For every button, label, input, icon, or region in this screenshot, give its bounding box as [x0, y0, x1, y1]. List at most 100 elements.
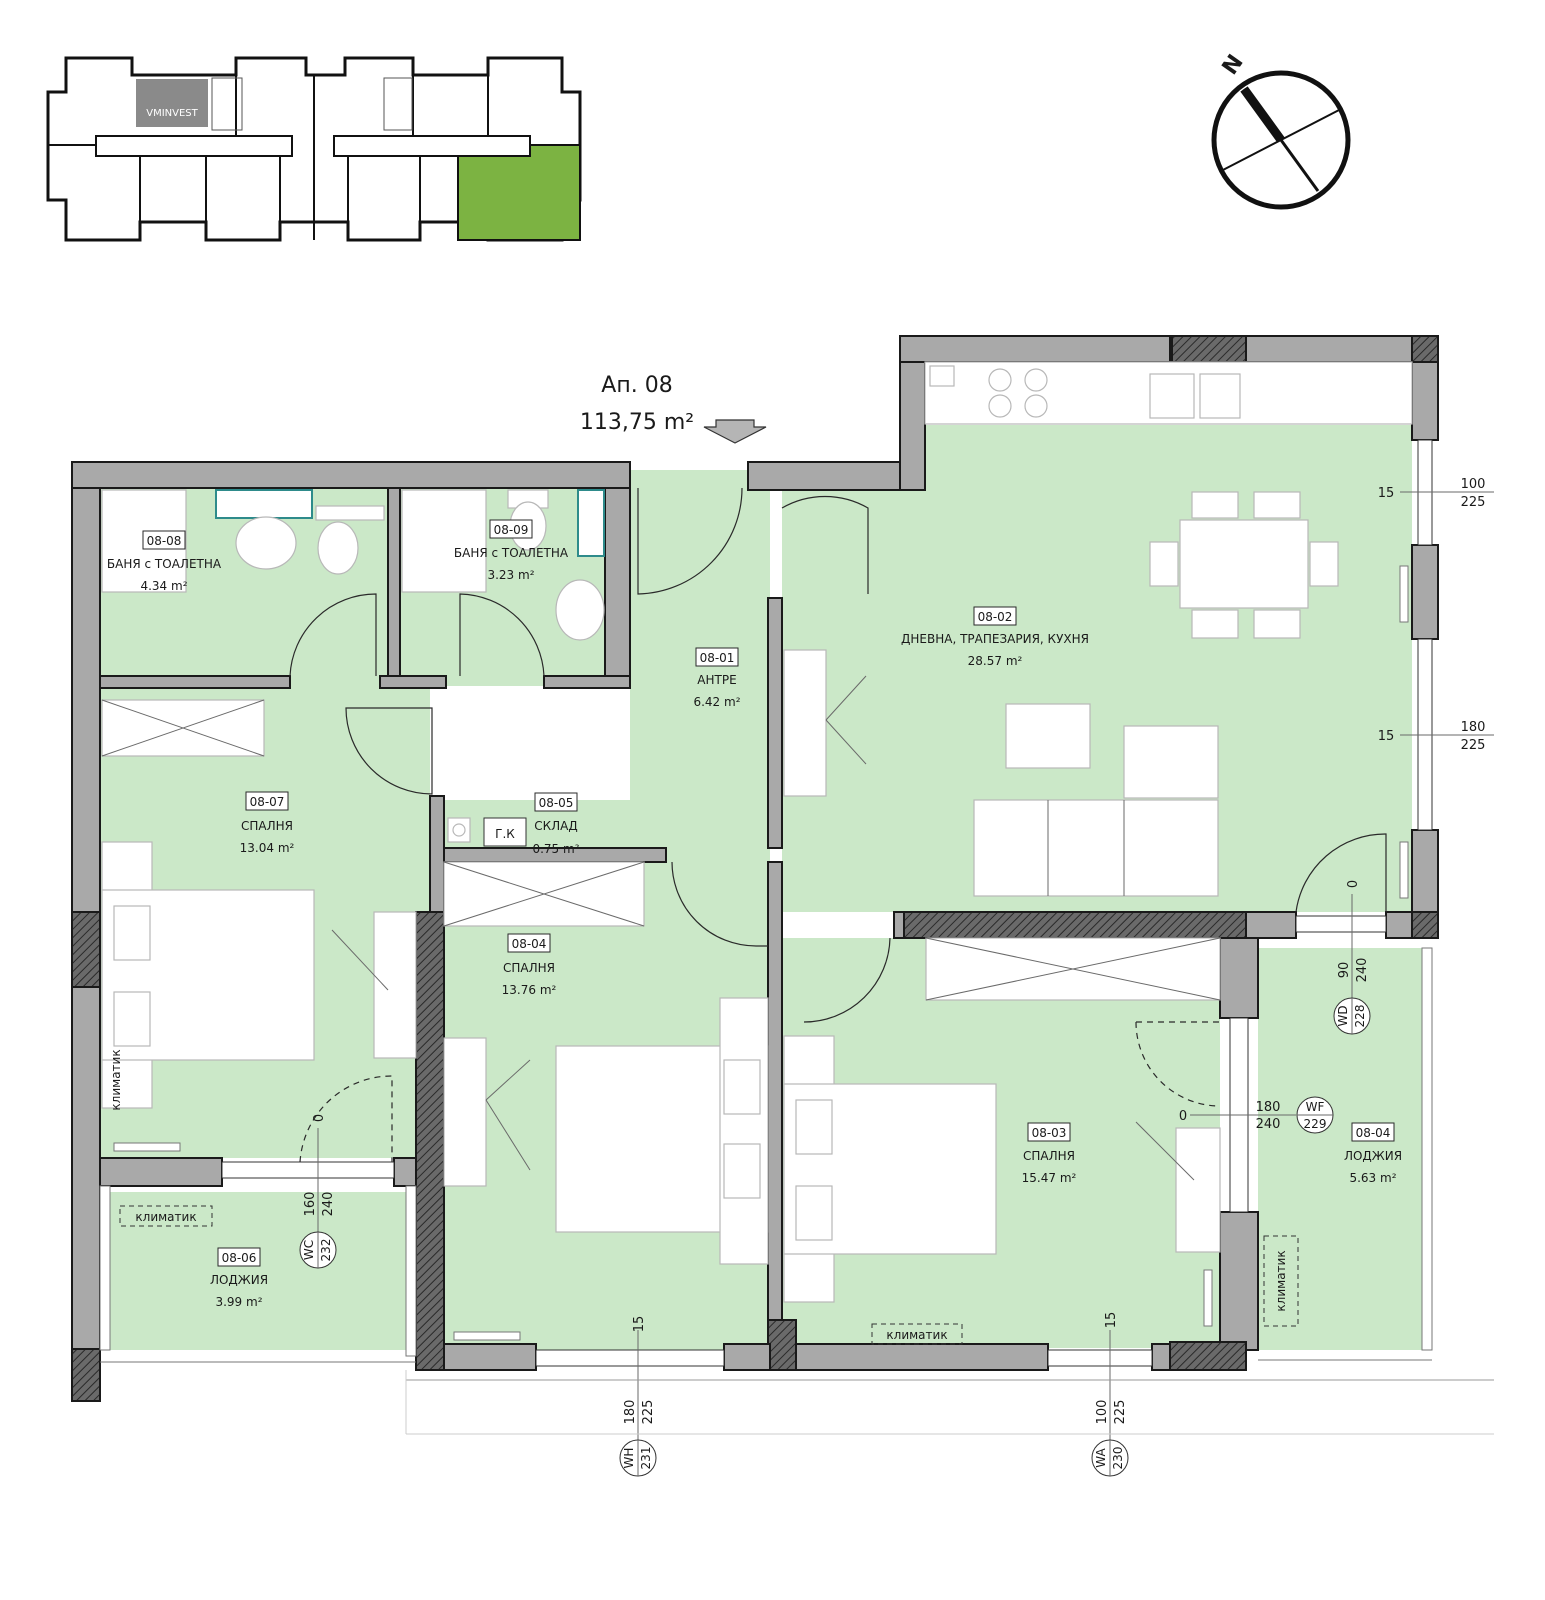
- key-plan-highlight: [457, 144, 581, 241]
- coffee-table: [1005, 703, 1091, 769]
- doors: [289, 487, 1387, 1163]
- svg-text:231: 231: [639, 1447, 653, 1470]
- svg-text:ЛОДЖИЯ: ЛОДЖИЯ: [210, 1273, 268, 1287]
- dining-table: [1179, 519, 1309, 609]
- room-08-02: 08-02 ДНЕВНА, ТРАПЕЗАРИЯ, КУХНЯ 28.57 m²: [901, 606, 1089, 668]
- kitchen-sink-icon: [1149, 373, 1195, 419]
- room-labels: 08-08 БАНЯ с ТОАЛЕТНА 4.34 m² 08-09 БАНЯ…: [107, 519, 1402, 1309]
- svg-text:08-06: 08-06: [222, 1251, 257, 1265]
- svg-text:VMINVEST: VMINVEST: [146, 108, 198, 119]
- svg-text:ДНЕВНА, ТРАПЕЗАРИЯ, КУХНЯ: ДНЕВНА, ТРАПЕЗАРИЯ, КУХНЯ: [901, 632, 1089, 646]
- ac-label: климатик: [1274, 1250, 1288, 1311]
- svg-text:08-04: 08-04: [512, 937, 547, 951]
- svg-text:232: 232: [319, 1239, 333, 1262]
- svg-text:180: 180: [1256, 1100, 1281, 1115]
- apartment-area: 113,75 m²: [580, 410, 694, 435]
- sofa: [973, 799, 1219, 897]
- living-furniture: [783, 491, 1339, 897]
- svg-text:СПАЛНЯ: СПАЛНЯ: [1023, 1149, 1075, 1163]
- svg-text:228: 228: [1353, 1005, 1367, 1028]
- svg-text:0: 0: [1179, 1109, 1187, 1124]
- svg-text:100: 100: [1461, 477, 1486, 492]
- svg-text:15.47 m²: 15.47 m²: [1022, 1171, 1077, 1185]
- sink-icon: [555, 579, 605, 641]
- room-08-03: 08-03 СПАЛНЯ 15.47 m²: [1022, 1122, 1077, 1185]
- svg-text:08-08: 08-08: [147, 534, 182, 548]
- room-08-04-bedroom: 08-04 СПАЛНЯ 13.76 m²: [502, 933, 557, 997]
- svg-text:08-01: 08-01: [700, 651, 735, 665]
- svg-text:0: 0: [1346, 880, 1361, 888]
- svg-text:180: 180: [623, 1400, 638, 1425]
- svg-text:АНТРЕ: АНТРЕ: [697, 673, 736, 687]
- svg-text:08-09: 08-09: [494, 523, 529, 537]
- ac-label: климатик: [135, 1210, 196, 1224]
- svg-text:08-03: 08-03: [1032, 1126, 1067, 1140]
- svg-text:WF: WF: [1306, 1100, 1325, 1114]
- entrance-arrow-icon: [703, 419, 767, 444]
- svg-text:13.76 m²: 13.76 m²: [502, 983, 557, 997]
- ac-label: климатик: [886, 1328, 947, 1342]
- key-plan: VMINVEST: [46, 56, 582, 242]
- svg-text:0.75 m²: 0.75 m²: [532, 842, 579, 856]
- svg-text:WH: WH: [622, 1448, 636, 1469]
- svg-text:СПАЛНЯ: СПАЛНЯ: [241, 819, 293, 833]
- svg-text:15: 15: [1378, 486, 1395, 501]
- room-08-09: 08-09 БАНЯ с ТОАЛЕТНА 3.23 m²: [454, 519, 569, 582]
- svg-text:240: 240: [1256, 1117, 1281, 1132]
- svg-text:08-07: 08-07: [250, 795, 285, 809]
- svg-text:160: 160: [303, 1192, 318, 1217]
- hob-icon: [988, 368, 1012, 392]
- svg-text:4.34 m²: 4.34 m²: [140, 579, 187, 593]
- room-08-08: 08-08 БАНЯ с ТОАЛЕТНА 4.34 m²: [107, 530, 222, 593]
- svg-text:13.04 m²: 13.04 m²: [240, 841, 295, 855]
- svg-text:0: 0: [312, 1114, 327, 1122]
- svg-text:08-04: 08-04: [1356, 1126, 1391, 1140]
- gas-meter-label: Г.К: [495, 827, 515, 841]
- svg-text:3.23 m²: 3.23 m²: [487, 568, 534, 582]
- svg-text:100: 100: [1095, 1400, 1110, 1425]
- svg-text:3.99 m²: 3.99 m²: [215, 1295, 262, 1309]
- ac-label: климатик: [109, 1049, 123, 1110]
- north-label: N: [1218, 50, 1249, 79]
- svg-text:15: 15: [1104, 1312, 1119, 1329]
- svg-text:90: 90: [1337, 962, 1352, 979]
- svg-text:230: 230: [1111, 1447, 1125, 1470]
- svg-text:08-02: 08-02: [978, 610, 1013, 624]
- svg-text:225: 225: [1461, 738, 1486, 753]
- svg-text:15: 15: [1378, 729, 1395, 744]
- svg-text:225: 225: [641, 1400, 656, 1425]
- svg-text:БАНЯ с ТОАЛЕТНА: БАНЯ с ТОАЛЕТНА: [107, 557, 222, 571]
- svg-text:СКЛАД: СКЛАД: [534, 819, 578, 833]
- svg-text:240: 240: [1355, 958, 1370, 983]
- svg-text:ЛОДЖИЯ: ЛОДЖИЯ: [1344, 1149, 1402, 1163]
- svg-text:6.42 m²: 6.42 m²: [693, 695, 740, 709]
- svg-text:08-05: 08-05: [539, 796, 574, 810]
- svg-text:WA: WA: [1094, 1448, 1108, 1468]
- svg-text:СПАЛНЯ: СПАЛНЯ: [503, 961, 555, 975]
- svg-text:225: 225: [1113, 1400, 1128, 1425]
- ac-labels: климатик климатик климатик климатик: [109, 1049, 1299, 1345]
- svg-text:229: 229: [1304, 1117, 1327, 1131]
- kitchen: [924, 361, 1413, 425]
- room-fills: [100, 425, 1422, 1350]
- svg-text:180: 180: [1461, 720, 1486, 735]
- room-08-04-loggia: 08-04 ЛОДЖИЯ 5.63 m²: [1344, 1122, 1402, 1185]
- svg-text:5.63 m²: 5.63 m²: [1349, 1171, 1396, 1185]
- room-08-01: 08-01 АНТРЕ 6.42 m²: [693, 647, 741, 709]
- svg-text:WC: WC: [302, 1240, 316, 1260]
- dimensions: 15 100 225 15 180 225 0 90 240 WD 228 0 …: [299, 477, 1494, 1477]
- svg-text:WD: WD: [1336, 1005, 1350, 1026]
- svg-text:БАНЯ с ТОАЛЕТНА: БАНЯ с ТОАЛЕТНА: [454, 546, 569, 560]
- room-08-07: 08-07 СПАЛНЯ 13.04 m²: [240, 791, 295, 855]
- svg-text:240: 240: [321, 1192, 336, 1217]
- apartment-name: Ап. 08: [601, 373, 672, 398]
- svg-text:15: 15: [632, 1316, 647, 1333]
- compass: N: [1211, 50, 1351, 210]
- bedroom-furniture: [101, 565, 1409, 1341]
- toilet-icon: [317, 521, 359, 575]
- room-08-05: 08-05 СКЛАД 0.75 m² Г.К: [495, 792, 580, 856]
- room-08-06: 08-06 ЛОДЖИЯ 3.99 m²: [210, 1247, 268, 1309]
- svg-text:28.57 m²: 28.57 m²: [968, 654, 1023, 668]
- logo: [136, 79, 208, 127]
